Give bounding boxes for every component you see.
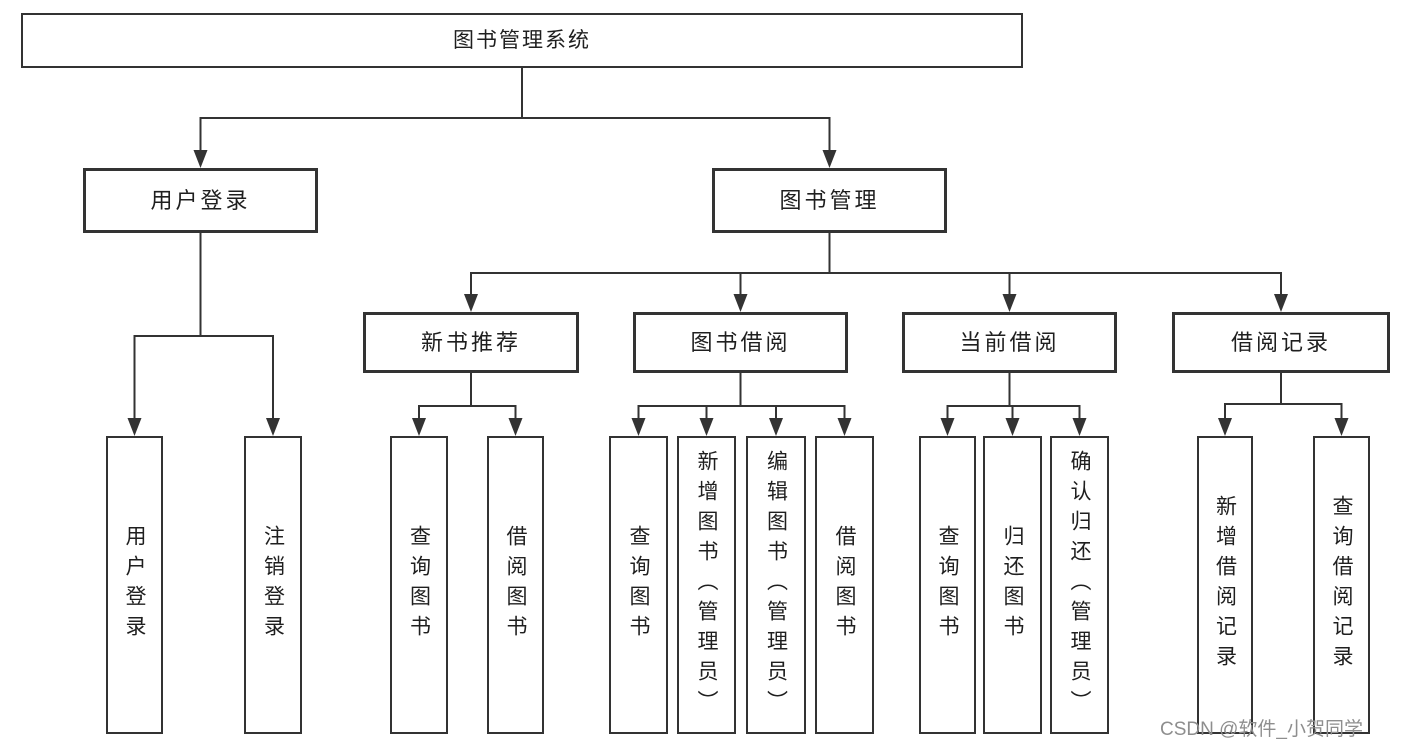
node-label: 用户登录 xyxy=(150,187,251,213)
node-book-mgmt: 图书管理 xyxy=(712,168,947,233)
node-label: 图书管理 xyxy=(779,187,880,213)
connector-book-borrow xyxy=(631,372,852,436)
node-label: 查询图书 xyxy=(936,525,959,645)
node-user-login: 用户登录 xyxy=(83,168,318,233)
node-leaf-bb-edit: 编辑图书（管理员） xyxy=(746,436,806,734)
arrowhead-icon xyxy=(412,418,426,436)
node-root: 图书管理系统 xyxy=(21,13,1023,68)
connector-borrow-records xyxy=(1218,372,1349,436)
arrowhead-icon xyxy=(837,418,852,436)
arrowhead-icon xyxy=(127,418,142,436)
node-label: 用户登录 xyxy=(123,525,146,645)
connector-root xyxy=(193,67,837,168)
arrowhead-icon xyxy=(733,294,748,312)
arrowhead-icon xyxy=(1072,418,1087,436)
node-leaf-br-query: 查询借阅记录 xyxy=(1313,436,1370,734)
node-leaf-bb-add: 新增图书（管理员） xyxy=(677,436,736,734)
node-label: 借阅记录 xyxy=(1230,329,1331,355)
arrowhead-icon xyxy=(1005,418,1020,436)
node-label: 归还图书 xyxy=(1001,525,1024,645)
node-current-borrow: 当前借阅 xyxy=(902,312,1117,373)
node-label: 新增图书（管理员） xyxy=(695,450,718,720)
arrowhead-icon xyxy=(1274,294,1288,312)
arrowhead-icon xyxy=(631,418,646,436)
arrowhead-icon xyxy=(464,294,478,312)
node-label: 注销登录 xyxy=(261,525,285,645)
arrowhead-icon xyxy=(822,150,837,168)
node-leaf-bb-borrow: 借阅图书 xyxy=(815,436,874,734)
connector-new-book-rec xyxy=(412,372,523,436)
node-leaf-login: 用户登录 xyxy=(106,436,163,734)
node-leaf-br-add: 新增借阅记录 xyxy=(1197,436,1253,734)
node-label: 借阅图书 xyxy=(833,525,856,645)
node-borrow-records: 借阅记录 xyxy=(1172,312,1390,373)
node-leaf-cb-query: 查询图书 xyxy=(919,436,976,734)
arrowhead-icon xyxy=(940,418,955,436)
arrowhead-icon xyxy=(1218,418,1232,436)
node-label: 确认归还（管理员） xyxy=(1068,450,1091,720)
node-leaf-logout: 注销登录 xyxy=(244,436,302,734)
arrowhead-icon xyxy=(508,418,523,436)
node-label: 新增借阅记录 xyxy=(1213,495,1237,675)
node-leaf-rec-query: 查询图书 xyxy=(390,436,448,734)
node-label: 借阅图书 xyxy=(504,525,527,645)
node-leaf-cb-confirm: 确认归还（管理员） xyxy=(1050,436,1109,734)
arrowhead-icon xyxy=(1002,294,1017,312)
node-label: 图书借阅 xyxy=(690,329,791,355)
node-label: 新书推荐 xyxy=(420,329,521,355)
connector-book-mgmt xyxy=(464,232,1288,312)
node-new-book-rec: 新书推荐 xyxy=(363,312,579,373)
arrowhead-icon xyxy=(1334,418,1349,436)
node-label: 编辑图书（管理员） xyxy=(764,450,788,720)
connector-user-login xyxy=(127,232,280,436)
connector-current-borrow xyxy=(940,372,1087,436)
node-leaf-bb-query: 查询图书 xyxy=(609,436,668,734)
arrowhead-icon xyxy=(193,150,208,168)
arrowhead-icon xyxy=(699,418,714,436)
node-book-borrow: 图书借阅 xyxy=(633,312,848,373)
arrowhead-icon xyxy=(266,418,280,436)
watermark: CSDN @软件_小贺同学 xyxy=(1160,719,1363,740)
arrowhead-icon xyxy=(769,418,783,436)
node-leaf-cb-return: 归还图书 xyxy=(983,436,1042,734)
node-label: 查询图书 xyxy=(407,525,431,645)
node-label: 查询借阅记录 xyxy=(1330,495,1353,675)
node-label: 图书管理系统 xyxy=(453,29,591,52)
node-leaf-rec-borrow: 借阅图书 xyxy=(487,436,544,734)
node-label: 当前借阅 xyxy=(959,329,1060,355)
node-label: 查询图书 xyxy=(627,525,650,645)
